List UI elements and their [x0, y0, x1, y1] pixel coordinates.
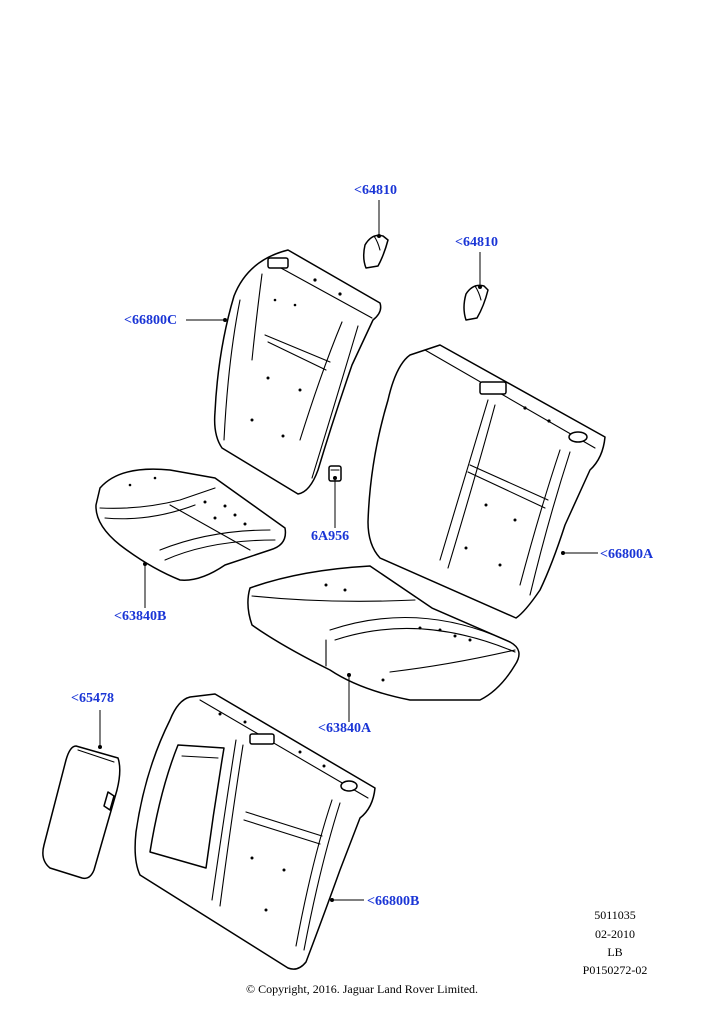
- callout-63840b[interactable]: <63840B: [114, 609, 167, 624]
- seat-back-66800a[interactable]: [367, 344, 606, 619]
- seat-back-66800c[interactable]: [213, 249, 382, 495]
- callout-64810-left[interactable]: <64810: [354, 183, 397, 198]
- seat-cushion-63840b[interactable]: [95, 468, 287, 581]
- meta-line-3: LB: [607, 945, 623, 959]
- callout-65478[interactable]: <65478: [71, 691, 114, 706]
- clip-6a956[interactable]: [328, 465, 342, 482]
- meta-line-2: 02-2010: [595, 927, 635, 941]
- callout-6a956[interactable]: 6A956: [311, 529, 350, 544]
- meta-line-1: 5011035: [594, 908, 636, 922]
- seat-cushion-63840a[interactable]: [247, 565, 520, 701]
- headrest-pad-64810-right[interactable]: [463, 284, 489, 321]
- callout-66800a[interactable]: <66800A: [600, 547, 654, 562]
- copyright-notice: © Copyright, 2016. Jaguar Land Rover Lim…: [245, 982, 479, 996]
- armrest-65478[interactable]: [42, 745, 121, 880]
- callout-64810-right[interactable]: <64810: [455, 235, 498, 250]
- headrest-pad-64810-left[interactable]: [362, 234, 389, 269]
- seat-back-66800b[interactable]: [134, 693, 376, 970]
- meta-line-4: P0150272-02: [582, 963, 648, 977]
- callout-66800b[interactable]: <66800B: [367, 894, 420, 909]
- callout-63840a[interactable]: <63840A: [318, 721, 372, 736]
- leader-lines: [98, 200, 598, 902]
- callout-66800c[interactable]: <66800C: [124, 313, 178, 328]
